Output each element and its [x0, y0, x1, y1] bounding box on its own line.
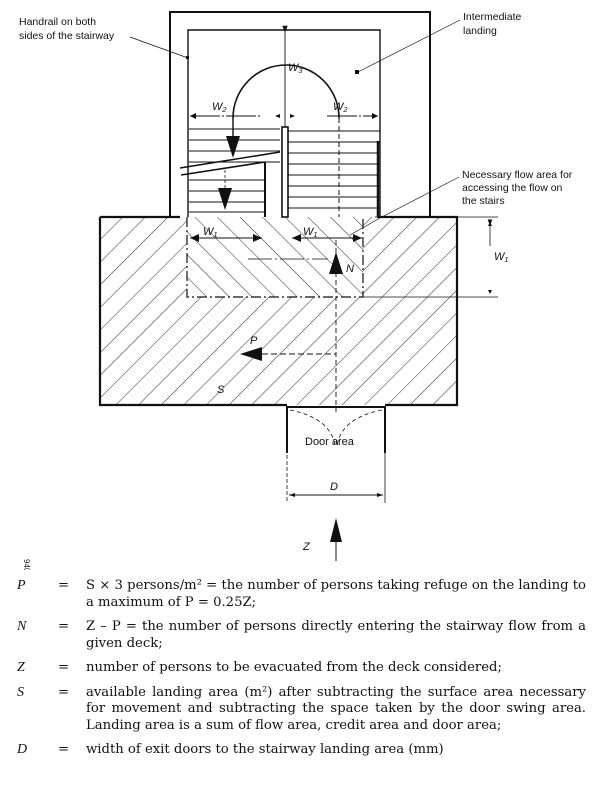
figure-code: 94041 — [22, 559, 31, 570]
handrail-callout: Handrail on both sides of the stairway — [19, 16, 189, 59]
w1-mid-label: W1 — [303, 226, 318, 239]
intermediate-landing-callout: Intermediate landing — [355, 11, 522, 74]
up-arrow-icon — [330, 518, 342, 542]
z-label: Z — [302, 541, 311, 553]
w3-label: W3 — [288, 62, 303, 75]
legend-row-n: N = Z – P = the number of persons direct… — [0, 619, 605, 652]
legend-definition: S × 3 persons/m² = the number of persons… — [86, 578, 586, 610]
turning-flow-arc — [232, 64, 340, 119]
door-area: Door area — [286, 406, 386, 453]
p-label: P — [250, 335, 258, 347]
svg-text:Necessary flow area for: Necessary flow area for — [462, 169, 573, 181]
svg-text:sides of the stairway: sides of the stairway — [19, 30, 115, 42]
svg-text:accessing the flow on: accessing the flow on — [462, 182, 563, 194]
svg-text:the stairs: the stairs — [462, 195, 505, 207]
w1-left-label: W1 — [203, 226, 218, 239]
svg-text:Intermediate: Intermediate — [463, 11, 522, 23]
left-arrow-icon — [240, 347, 262, 361]
legend-row-s: S = available landing area (m²) after su… — [0, 685, 605, 735]
svg-text:landing: landing — [463, 25, 497, 37]
legend-definition: Z – P = the number of persons directly e… — [86, 619, 586, 651]
w2-left-label: W2 — [212, 101, 227, 114]
down-arrow-icon — [226, 136, 240, 158]
door-area-label: Door area — [305, 436, 355, 448]
deck-landing-area — [98, 215, 459, 407]
d-label: D — [330, 481, 338, 493]
up-arrow-icon — [329, 252, 343, 274]
stairway-landing-diagram: Door area — [19, 11, 573, 570]
legend-symbol: N — [17, 619, 27, 634]
legend-symbol: D — [17, 742, 28, 757]
legend-equals: = — [58, 742, 70, 757]
legend-equals: = — [58, 660, 70, 675]
legend-equals: = — [58, 684, 70, 700]
n-label: N — [346, 263, 354, 275]
legend-equals: = — [58, 578, 70, 593]
flow-area-callout: Necessary flow area for accessing the fl… — [349, 169, 573, 236]
legend-symbol: P — [17, 578, 26, 593]
legend-row-d: D = width of exit doors to the stairway … — [0, 742, 605, 759]
legend-definition: available landing area (m²) after subtra… — [86, 684, 586, 733]
s-label: S — [217, 384, 225, 396]
symbol-legend: P = S × 3 persons/m² = the number of per… — [0, 578, 605, 767]
w1-right-label: W1 — [494, 251, 509, 264]
legend-definition: width of exit doors to the stairway land… — [86, 742, 444, 757]
svg-text:Handrail on both: Handrail on both — [19, 16, 96, 28]
legend-row-p: P = S × 3 persons/m² = the number of per… — [0, 578, 605, 611]
legend-equals: = — [58, 619, 70, 634]
legend-definition: number of persons to be evacuated from t… — [86, 660, 502, 675]
legend-symbol: S — [17, 684, 24, 700]
down-arrow-icon — [218, 188, 232, 210]
legend-symbol: Z — [17, 660, 25, 675]
w2-right-label: W2 — [333, 101, 348, 114]
stair-flights — [179, 126, 380, 218]
legend-row-z: Z = number of persons to be evacuated fr… — [0, 660, 605, 677]
